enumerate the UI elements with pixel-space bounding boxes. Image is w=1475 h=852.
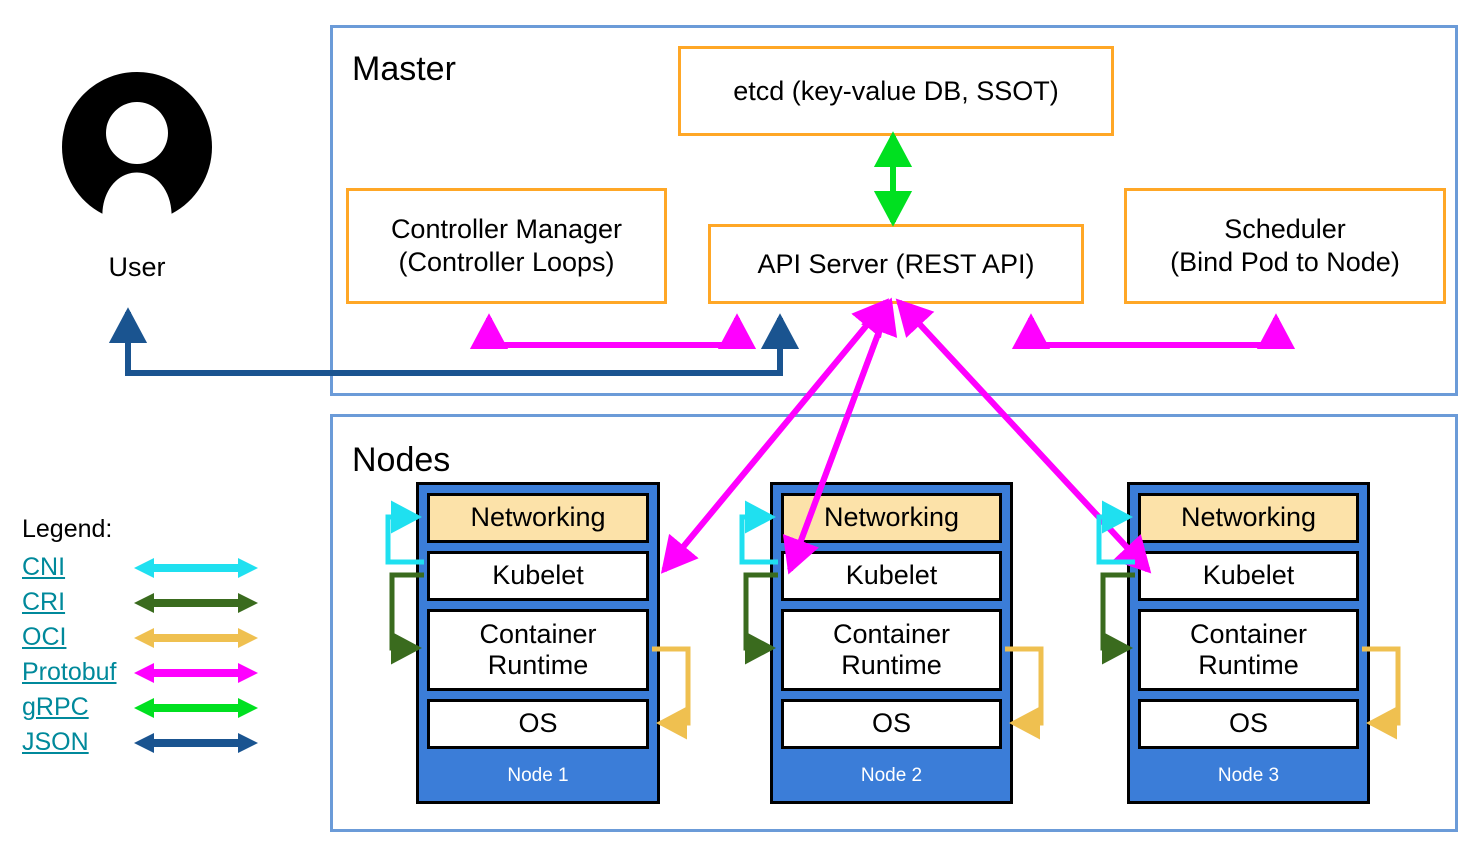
node-box-3[interactable]: Networking Kubelet Container Runtime OS … [1127,482,1370,804]
node-1-label: Node 1 [507,765,569,786]
node-3-kubelet-layer[interactable]: Kubelet [1138,551,1359,601]
api-server-box[interactable]: API Server (REST API) [708,224,1084,304]
user-avatar-icon [62,72,212,224]
node-2-os-layer[interactable]: OS [781,699,1002,749]
node-2-kubelet-layer[interactable]: Kubelet [781,551,1002,601]
etcd-box[interactable]: etcd (key-value DB, SSOT) [678,46,1114,136]
node-3-runtime-line-1: Container [1189,618,1308,649]
user-label: User [108,252,166,282]
master-title: Master [352,50,456,88]
legend-label-grpc[interactable]: gRPC [22,693,89,721]
controller-manager-line-2: (Controller Loops) [398,247,615,277]
scheduler-line-2: (Bind Pod to Node) [1170,247,1400,277]
legend-arrow-grpc [134,698,258,718]
nodes-frame [330,414,1458,832]
node-2-label: Node 2 [860,765,923,786]
node-1-runtime-line-1: Container [479,618,597,649]
controller-manager-line-1: Controller Manager [390,214,623,245]
node-box-2[interactable]: Networking Kubelet Container Runtime OS … [770,482,1013,804]
scheduler-line-1: Scheduler [1224,214,1346,245]
node-1-kubelet-layer[interactable]: Kubelet [427,551,649,601]
legend-title: Legend: [22,515,113,543]
legend-label-protobuf[interactable]: Protobuf [22,658,117,686]
node-1-runtime-line-2: Runtime [487,650,589,680]
node-1-container-runtime-layer[interactable]: Container Runtime [427,609,649,691]
controller-manager-box[interactable]: Controller Manager (Controller Loops) [346,188,667,304]
node-3-networking-layer[interactable]: Networking [1138,493,1359,543]
legend-label-cri[interactable]: CRI [22,588,66,616]
legend-arrow-oci [134,628,258,648]
node-2-container-runtime-layer[interactable]: Container Runtime [781,609,1002,691]
node-3-label: Node 3 [1217,765,1280,786]
node-3-container-runtime-layer[interactable]: Container Runtime [1138,609,1359,691]
node-1-networking-layer[interactable]: Networking [427,493,649,543]
nodes-title: Nodes [352,441,451,479]
node-2-networking-layer[interactable]: Networking [781,493,1002,543]
node-3-runtime-line-2: Runtime [1198,650,1299,680]
legend-arrow-cri [134,593,258,613]
legend-label-json[interactable]: JSON [22,728,89,756]
legend-label-cni[interactable]: CNI [22,553,66,581]
legend: Legend: CNI CRI OCI Protobuf [22,515,272,756]
legend-label-oci[interactable]: OCI [22,623,67,651]
legend-arrow-protobuf [134,663,258,683]
master-frame [330,25,1458,396]
node-2-runtime-line-1: Container [832,618,951,649]
node-2-runtime-line-2: Runtime [841,650,942,680]
node-box-1[interactable]: Networking Kubelet Container Runtime OS … [416,482,660,804]
legend-arrow-json [134,733,258,753]
node-3-os-layer[interactable]: OS [1138,699,1359,749]
node-1-os-layer[interactable]: OS [427,699,649,749]
scheduler-box[interactable]: Scheduler (Bind Pod to Node) [1124,188,1446,304]
legend-arrow-cni [134,558,258,578]
